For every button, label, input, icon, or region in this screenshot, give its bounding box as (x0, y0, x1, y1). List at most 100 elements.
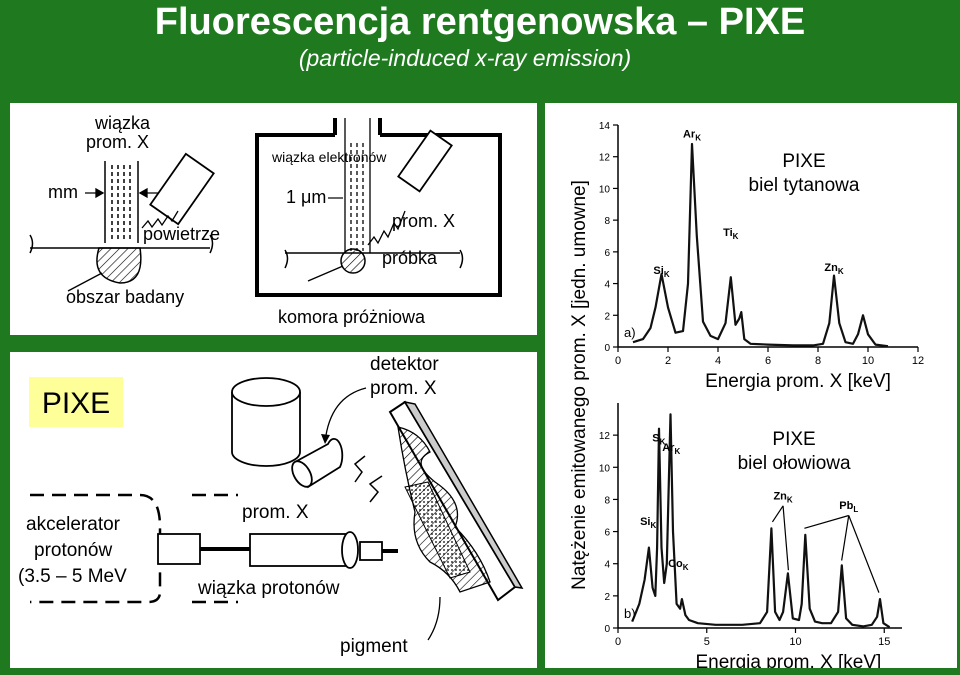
bottom-diagram: PIXE akcelerator protonów (3.5 – 5 MeV p… (18, 354, 524, 657)
chart-title: PIXE (782, 151, 825, 172)
pixe-badge: PIXE (42, 387, 110, 420)
electron-beam (344, 118, 371, 253)
detector-pointer (324, 387, 367, 443)
y-tick-label: 2 (604, 592, 610, 603)
peak-label-sub: K (650, 521, 656, 530)
beam-pipe (157, 531, 398, 569)
air-beam (104, 161, 139, 243)
sample-label: próbka (382, 248, 438, 268)
y-tick-label: 12 (599, 153, 611, 164)
mm-arrows (85, 187, 158, 199)
peak-label-sub: K (733, 232, 739, 241)
peak-label: ZnK (824, 262, 843, 276)
x-tick-label: 4 (715, 355, 721, 367)
x-tick-label: 5 (704, 636, 710, 648)
peak-label-sub: K (683, 563, 689, 572)
x-tick-label: 6 (765, 355, 771, 367)
pigment-label: pigment (340, 636, 408, 657)
x-tick-label: 10 (789, 636, 801, 648)
y-tick-label: 10 (599, 463, 611, 474)
y-tick-label: 12 (599, 431, 611, 442)
xray-detector-air (141, 152, 215, 229)
spectra-ylabel: Natężenie emitowanego prom. X [jedn. umo… (569, 180, 590, 590)
beam-label-1: wiązka (94, 113, 151, 133)
peak-label-sub: K (838, 267, 844, 276)
peak-label: SiK (653, 265, 669, 279)
x-tick-label: 12 (912, 355, 924, 367)
spectrum-line (632, 142, 889, 348)
slide-subtitle: (particle-induced x-ray emission) (298, 45, 632, 71)
x-tick-label: 0 (615, 636, 621, 648)
chart-title: PIXE (772, 429, 815, 450)
accelerator-label-3: (3.5 – 5 MeV (18, 566, 127, 587)
y-tick-label: 8 (604, 216, 610, 227)
sample-surface-vacuum (284, 249, 464, 269)
xray-squiggle-2 (368, 475, 383, 503)
x-tick-label: 15 (878, 636, 890, 648)
xray-label-vacuum: prom. X (392, 211, 455, 231)
top-diagram-panel: wiązka prom. X mm powietrze (10, 103, 537, 335)
top-diagram: wiązka prom. X mm powietrze (29, 113, 502, 327)
panel-tag: a) (624, 325, 636, 340)
pixe-badge-bg (29, 377, 123, 427)
area-pointer (67, 272, 103, 292)
xray-label-bottom: prom. X (242, 502, 309, 523)
peak-label: PbL (839, 500, 858, 514)
micron-label: 1 μm (286, 187, 326, 207)
proton-beam-label: wiązka protonów (197, 578, 340, 599)
detector-pointer-head (321, 434, 330, 444)
zn-arrow (771, 505, 784, 523)
zn-arrow (782, 505, 789, 571)
peak-label-sub: K (674, 447, 680, 456)
chart-subtitle: biel tytanowa (749, 175, 860, 196)
accelerator-label-2: protonów (34, 540, 112, 561)
detector-label-2: prom. X (370, 378, 437, 399)
y-tick-label: 6 (604, 528, 610, 539)
peak-label-sub: K (787, 495, 793, 504)
bottom-diagram-panel: PIXE akcelerator protonów (3.5 – 5 MeV p… (10, 352, 537, 668)
sample-spot (340, 248, 366, 274)
y-tick-label: 4 (604, 280, 610, 291)
peak-label-sub: L (853, 505, 858, 514)
spectra-panel: Natężenie emitowanego prom. X [jedn. umo… (545, 103, 957, 668)
x-axis-label: Energia prom. X [keV] (695, 652, 881, 668)
y-tick-label: 8 (604, 495, 610, 506)
y-tick-label: 0 (604, 343, 610, 354)
spectra-chart: Natężenie emitowanego prom. X [jedn. umo… (569, 121, 924, 668)
pb-arrow (848, 515, 880, 593)
detector-label-1: detektor (370, 354, 439, 375)
peak-label: ArK (683, 129, 701, 143)
detector-cylinder (231, 377, 344, 489)
peak-label: TiK (723, 227, 739, 241)
beamline-outline (192, 493, 238, 604)
y-tick-label: 10 (599, 184, 611, 195)
peak-label-sub: K (664, 270, 670, 279)
air-label: powietrze (143, 224, 220, 244)
slide-title: Fluorescencja rentgenowska – PIXE (154, 1, 806, 43)
y-tick-label: 4 (604, 560, 610, 571)
mm-label: mm (48, 182, 78, 202)
analysed-volume (96, 247, 142, 284)
sample-pointer (307, 265, 344, 282)
pigment-pointer (427, 596, 441, 641)
x-tick-label: 8 (815, 355, 821, 367)
x-axis-label: Energia prom. X [keV] (705, 371, 891, 392)
chamber-label: komora próżniowa (278, 307, 426, 327)
peak-label-sub: K (660, 438, 666, 447)
peak-label: ArK (662, 442, 680, 456)
peak-label: CoK (668, 558, 689, 572)
painting-panel (388, 400, 524, 602)
x-tick-label: 2 (665, 355, 671, 367)
y-tick-label: 0 (604, 624, 610, 635)
vacuum-chamber (255, 118, 502, 297)
y-tick-label: 2 (604, 311, 610, 322)
pb-arrow (841, 515, 850, 561)
y-tick-label: 14 (599, 121, 611, 132)
xray-squiggle-1 (353, 455, 366, 483)
electron-beam-label: wiązka elektronów (271, 149, 387, 165)
peak-label-sub: K (695, 134, 701, 143)
spectrum-line (631, 413, 891, 629)
